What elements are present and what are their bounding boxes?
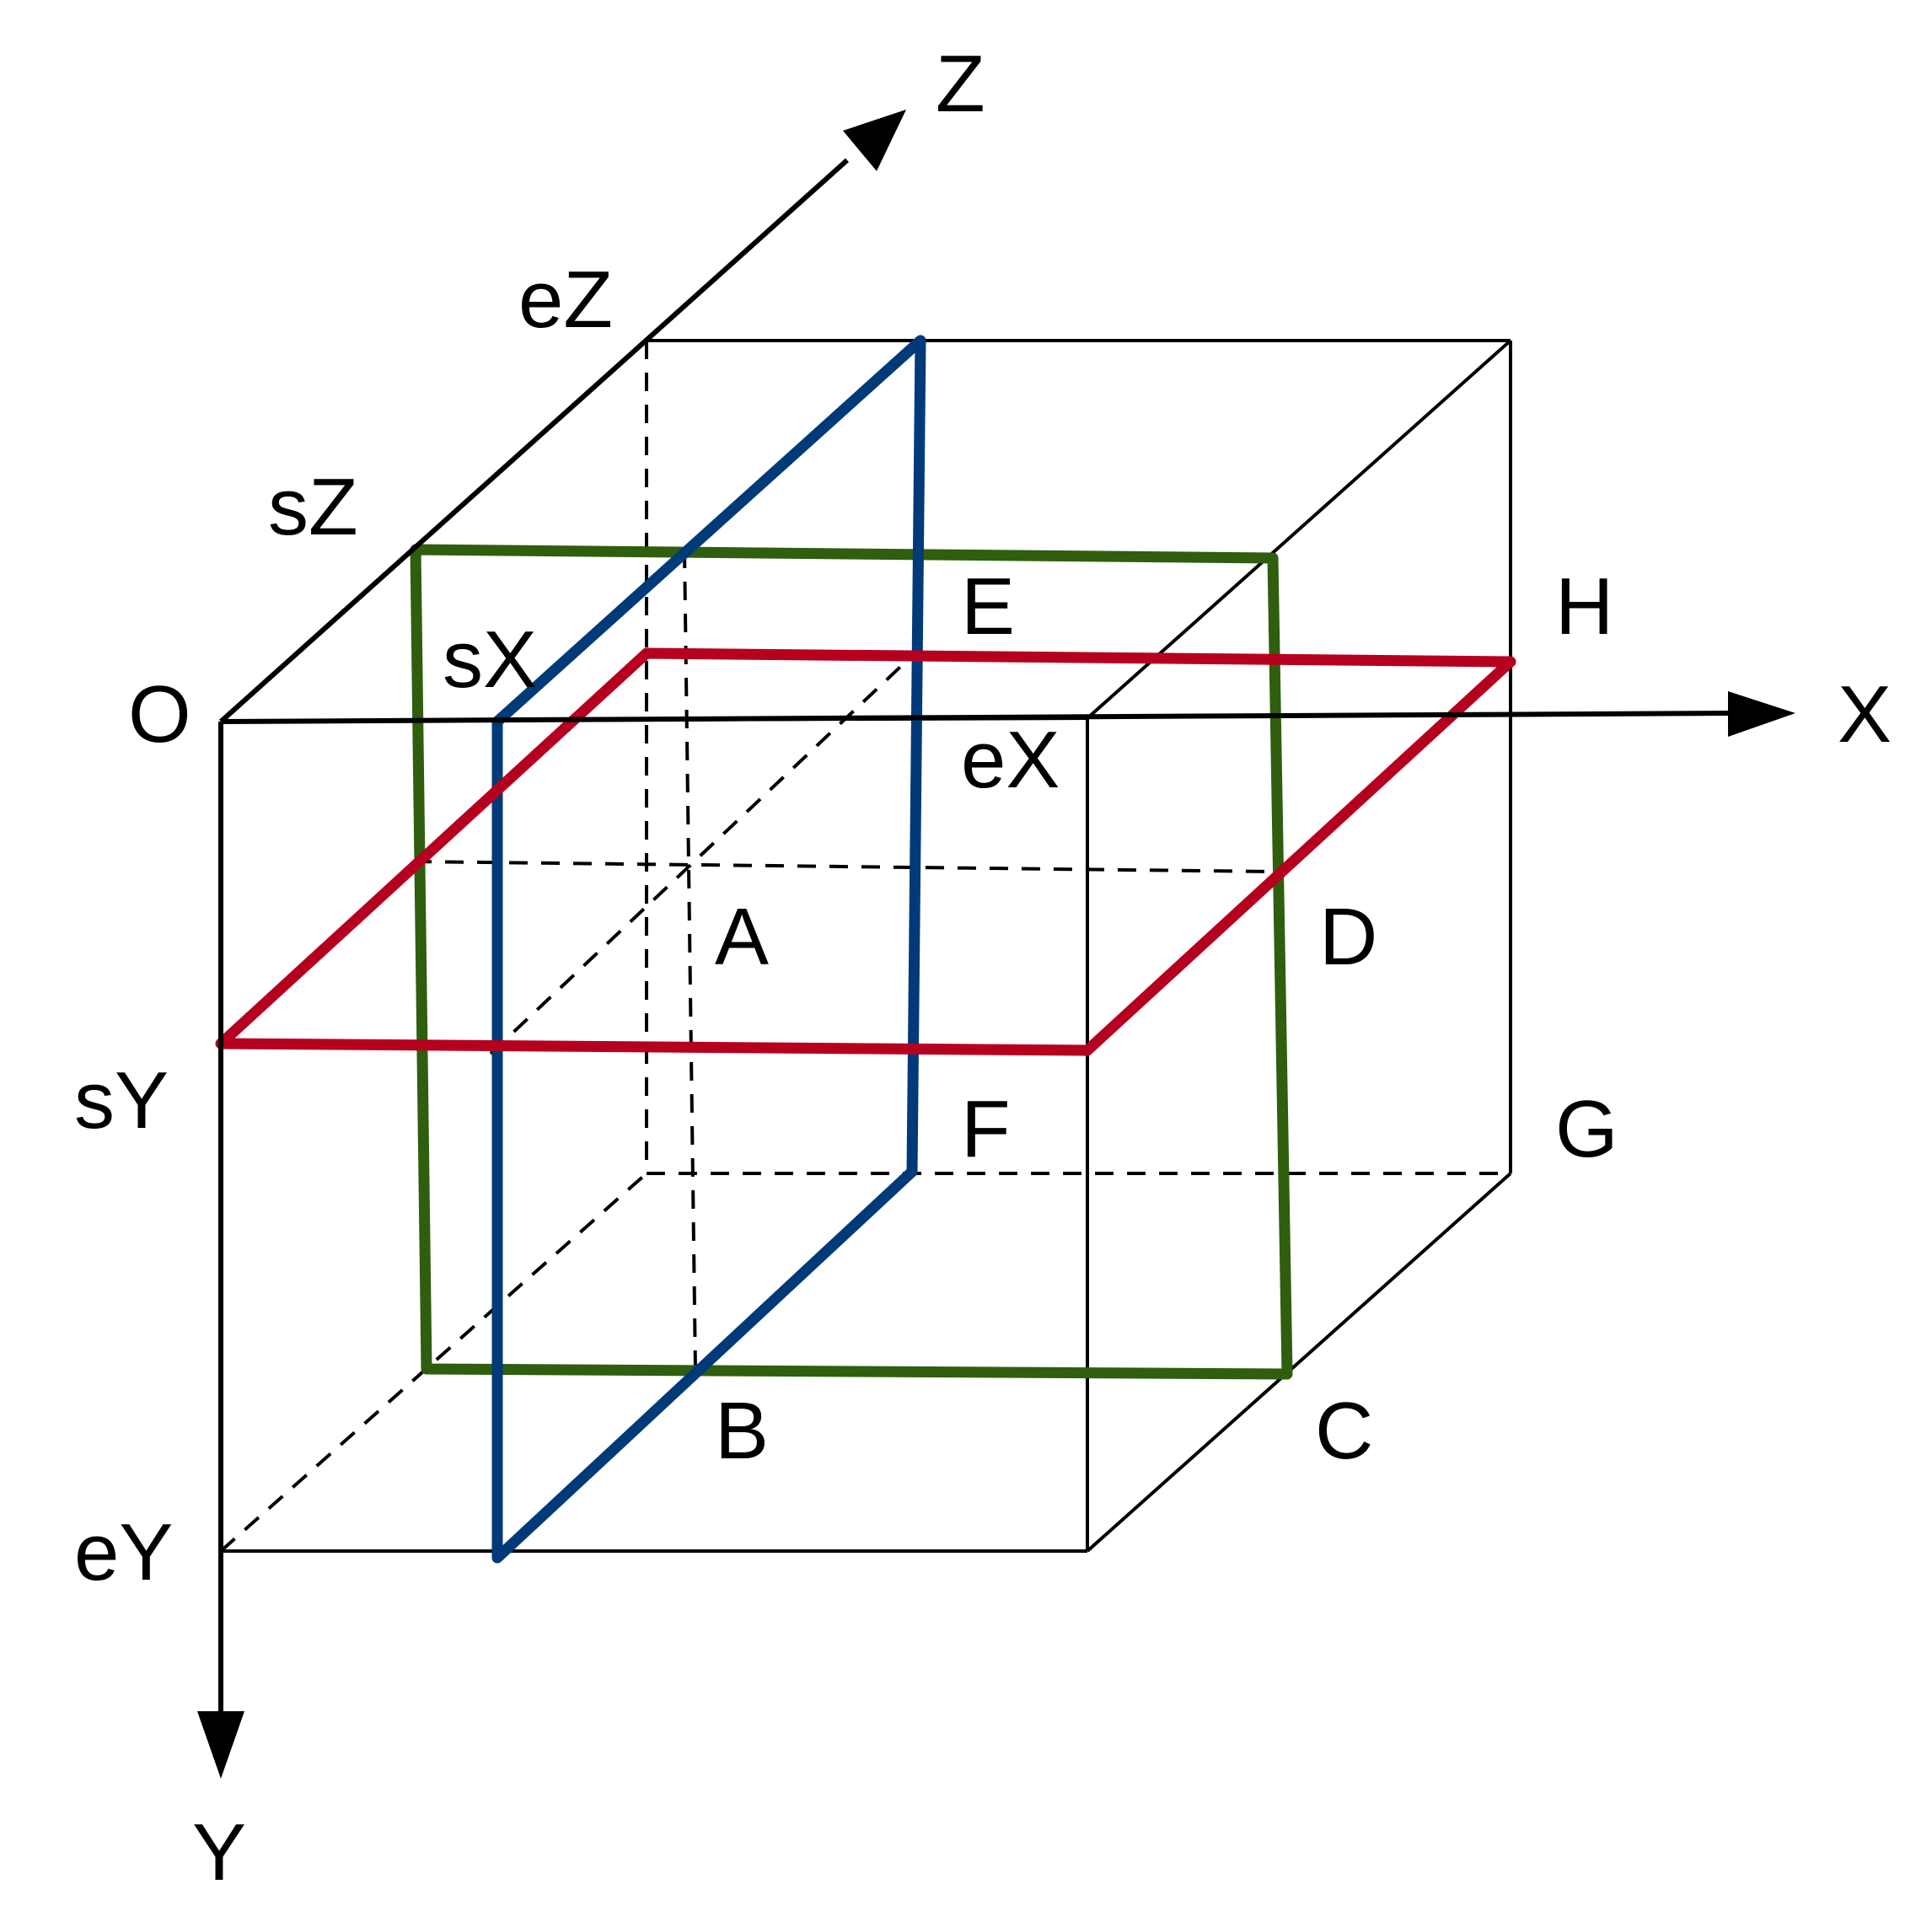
y-axis-label: Y — [192, 1807, 246, 1898]
x-axis — [220, 711, 1737, 724]
point-b-label: B — [715, 1386, 769, 1476]
point-d-label: D — [1319, 892, 1377, 982]
point-f-label: F — [961, 1084, 1011, 1174]
axes — [218, 158, 1737, 1720]
sz-label: sZ — [268, 462, 358, 552]
point-c-label: C — [1315, 1386, 1373, 1476]
ez-label: eZ — [518, 255, 613, 345]
axis-arrowheads — [197, 110, 1795, 1779]
hidden-edges — [219, 341, 1511, 1553]
z-arrow-icon — [843, 110, 906, 171]
x-axis-label: X — [1838, 669, 1892, 760]
z-axis-label: Z — [936, 39, 985, 129]
sx-label: sX — [443, 615, 537, 705]
point-g-label: G — [1555, 1084, 1618, 1174]
sy-label: sY — [74, 1055, 169, 1146]
plane-xz — [215, 647, 1516, 1056]
origin-label: O — [128, 669, 191, 760]
point-a-label: A — [715, 892, 769, 982]
ey-label: eY — [74, 1507, 173, 1597]
ex-label: eX — [961, 715, 1060, 805]
point-e-label: E — [961, 561, 1015, 652]
plane-xy — [410, 544, 1293, 1380]
plane-yz — [491, 335, 926, 1564]
point-h-label: H — [1555, 561, 1613, 652]
y-arrow-icon — [197, 1711, 244, 1779]
z-axis — [218, 158, 850, 724]
x-arrow-icon — [1728, 691, 1795, 737]
